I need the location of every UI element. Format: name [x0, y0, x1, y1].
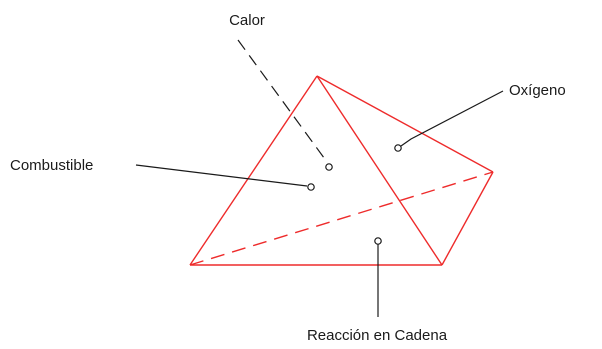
callout-oxygen: Oxígeno — [394, 82, 566, 152]
edge-apex-left — [189, 75, 318, 266]
edge-base-right — [441, 171, 494, 266]
leader-line-heat — [237, 39, 328, 163]
callout-chain-reaction: Reacción en Cadena — [307, 237, 448, 344]
label-fuel: Combustible — [10, 157, 93, 174]
leader-line-fuel — [135, 164, 308, 187]
label-oxygen: Oxígeno — [509, 82, 566, 99]
edge-hidden-back — [189, 171, 494, 266]
label-heat: Calor — [229, 12, 265, 29]
edge-apex-front — [316, 75, 443, 266]
anchor-dot-heat — [325, 163, 333, 171]
anchor-dot-chain-reaction — [374, 237, 382, 245]
anchor-dot-fuel — [307, 183, 315, 191]
tetrahedron — [189, 75, 494, 266]
anchor-dot-oxygen — [394, 144, 402, 152]
leader-line-oxygen — [400, 90, 504, 147]
edge-apex-right — [316, 75, 494, 173]
callout-fuel: Combustible — [10, 157, 315, 191]
callout-heat: Calor — [229, 12, 333, 171]
label-chain-reaction: Reacción en Cadena — [307, 327, 448, 344]
